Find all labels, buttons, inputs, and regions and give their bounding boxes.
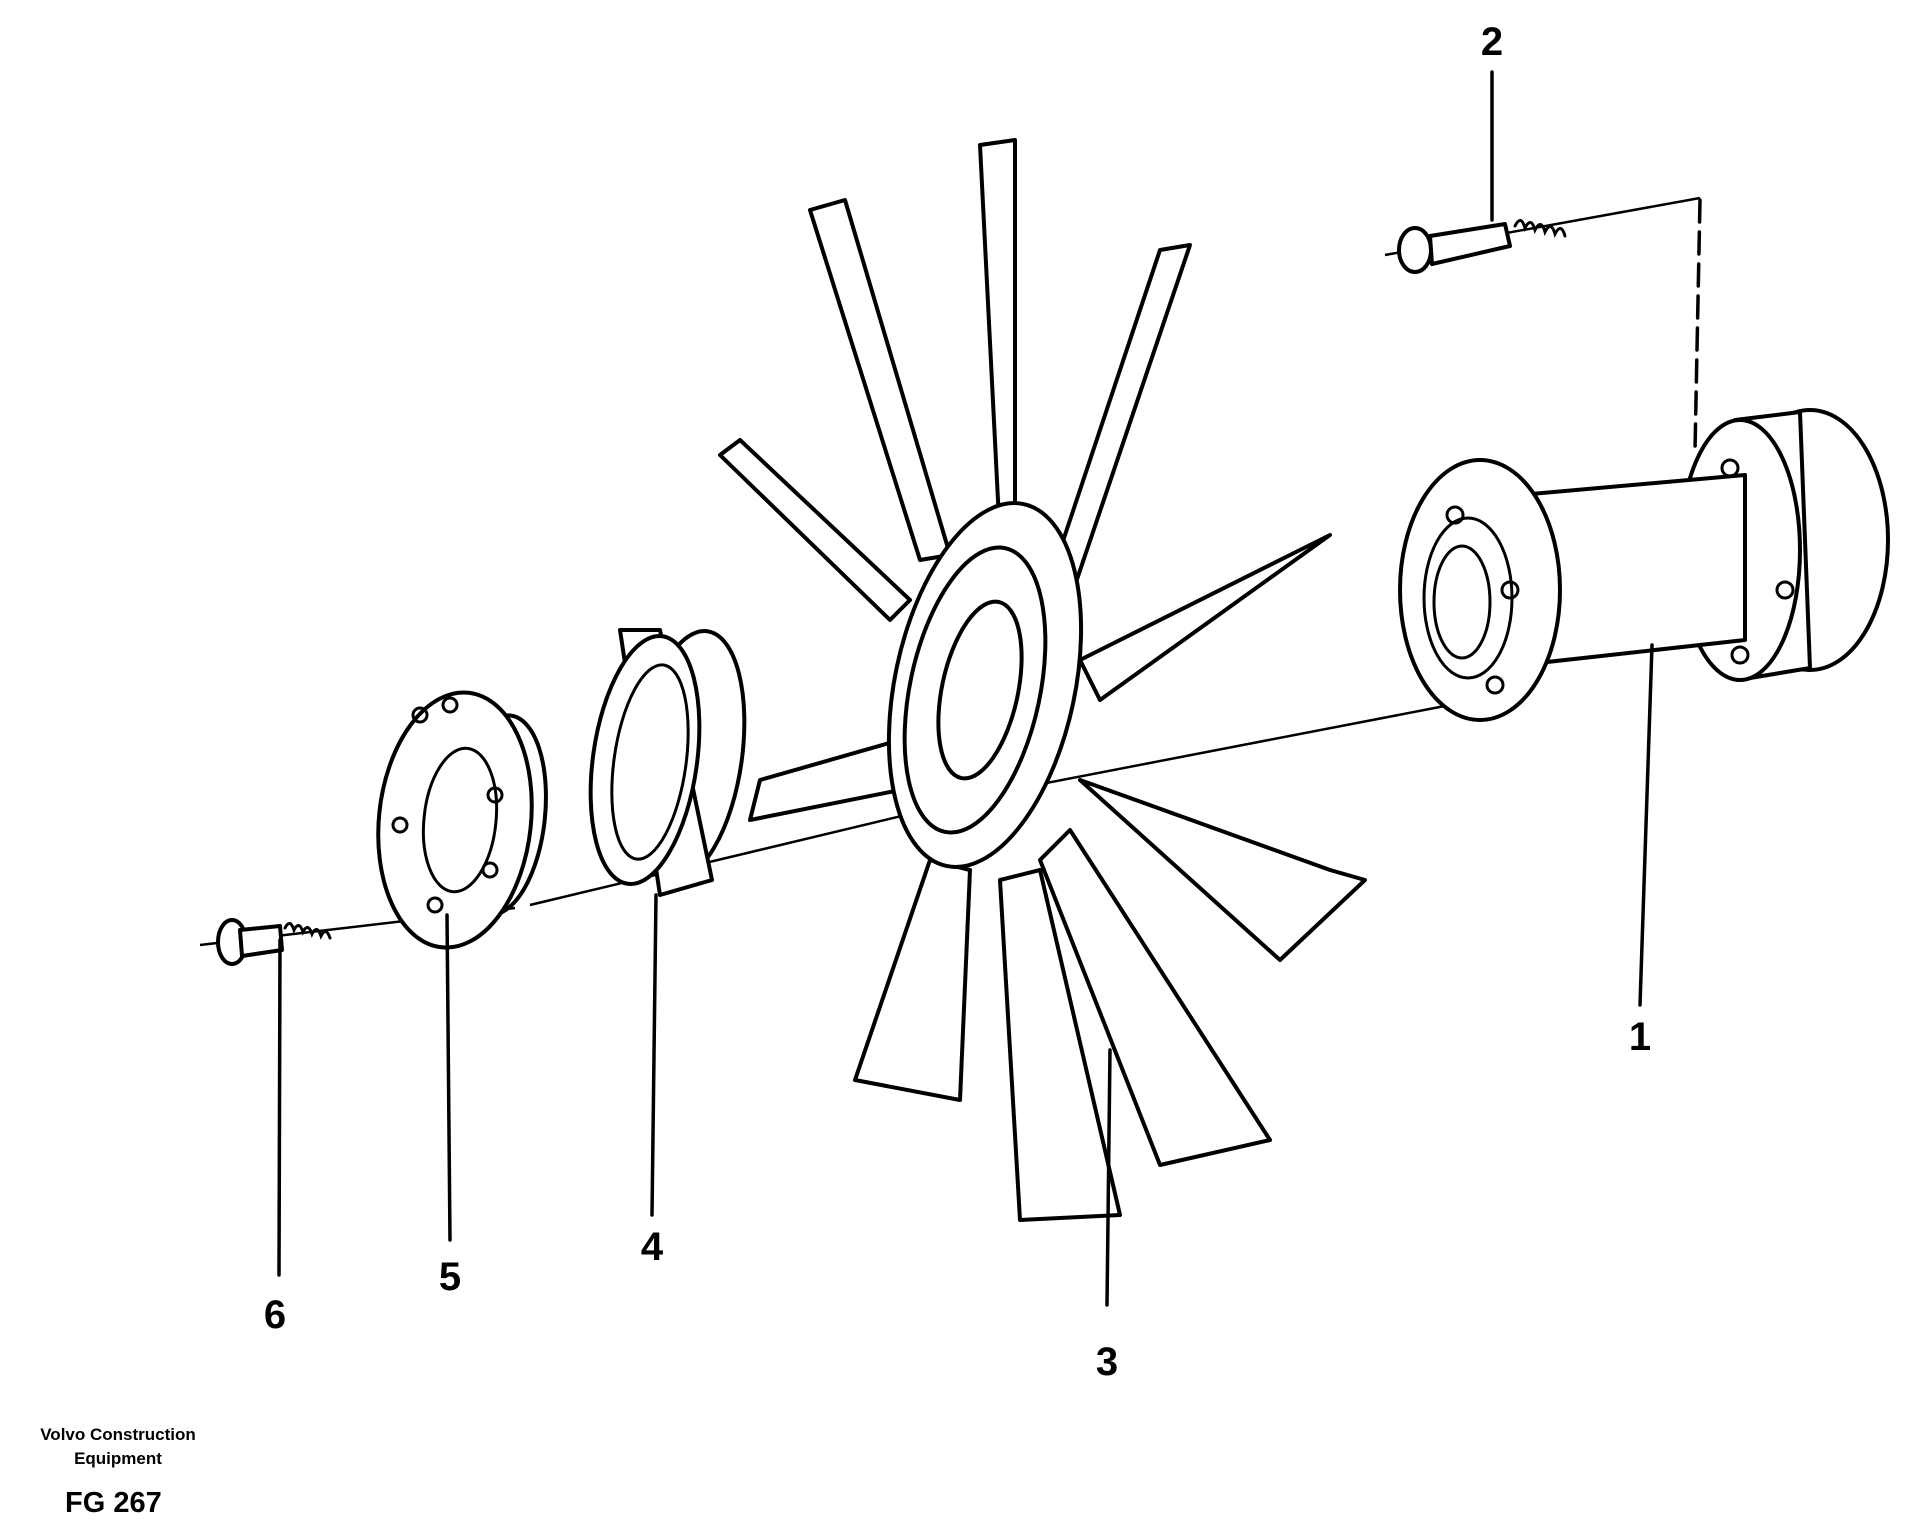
- manufacturer-name-line2: Equipment: [74, 1449, 162, 1468]
- leader-6: [277, 938, 282, 1277]
- bolt-upper: [1384, 196, 1702, 452]
- flange-plate: [376, 690, 548, 950]
- cooling-fan: [718, 138, 1367, 1222]
- figure-code: FG 267: [65, 1487, 162, 1519]
- leader-4: [650, 893, 658, 1217]
- callout-4: 4: [641, 1225, 664, 1269]
- leader-3: [1105, 1048, 1112, 1307]
- pulley: [588, 628, 747, 897]
- manufacturer-name-line1: Volvo Construction: [40, 1425, 196, 1444]
- callout-6: 6: [264, 1293, 286, 1337]
- callout-2: 2: [1481, 20, 1503, 64]
- callout-1: 1: [1629, 1015, 1651, 1059]
- bolt-lower: [216, 918, 332, 966]
- callout-5: 5: [439, 1255, 461, 1299]
- leader-lines: [277, 70, 1654, 1307]
- leader-1: [1638, 643, 1654, 1007]
- fan-hub-spacer: [1398, 408, 1890, 722]
- callout-3: 3: [1096, 1340, 1118, 1384]
- leader-5: [445, 913, 452, 1242]
